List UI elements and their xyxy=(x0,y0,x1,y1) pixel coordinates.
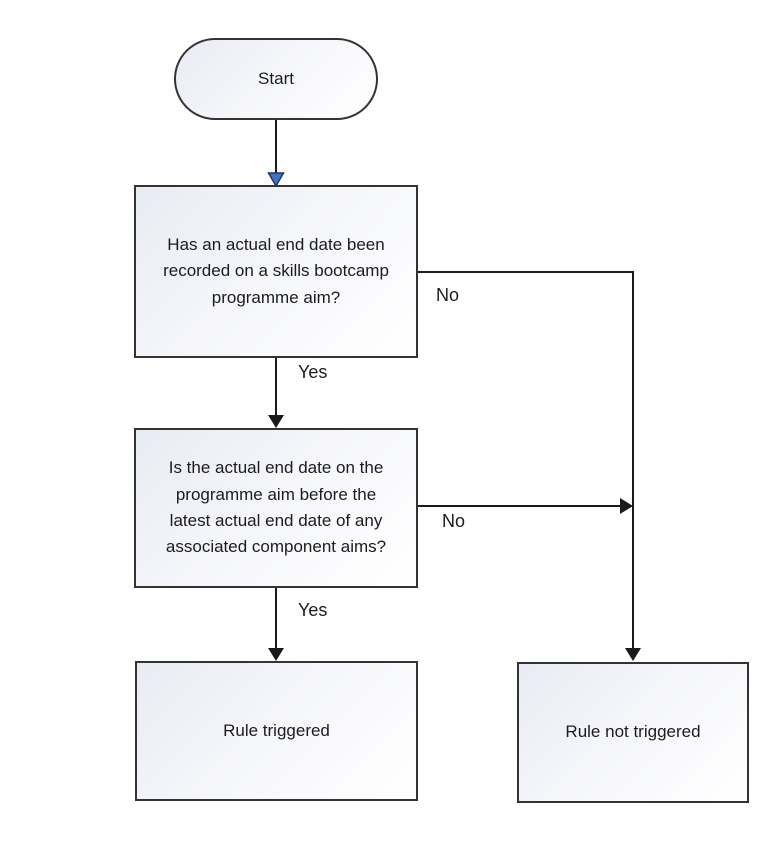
node-question-1: Has an actual end date been recorded on … xyxy=(134,185,418,358)
question-2-label: Is the actual end date on the programme … xyxy=(165,458,387,557)
node-rule-not-triggered: Rule not triggered xyxy=(517,662,749,803)
edge-label-q2-yes: Yes xyxy=(298,600,328,620)
connector-q1-no-branch xyxy=(418,271,634,649)
edge-label-q1-no: No xyxy=(436,285,460,305)
edge-label-q1-yes: Yes xyxy=(298,362,328,382)
arrowhead-q2-no xyxy=(620,498,633,514)
node-question-2: Is the actual end date on the programme … xyxy=(134,428,418,588)
node-rule-triggered: Rule triggered xyxy=(135,661,418,801)
arrowhead-q1-q2 xyxy=(268,415,284,428)
arrowhead-q2-rule-triggered xyxy=(268,648,284,661)
rule-triggered-label: Rule triggered xyxy=(223,720,330,740)
question-1-label: Has an actual end date been recorded on … xyxy=(163,234,389,307)
node-start: Start xyxy=(174,38,378,120)
start-label: Start xyxy=(258,68,294,88)
edge-label-q2-no: No xyxy=(442,511,466,531)
rule-not-triggered-label: Rule not triggered xyxy=(565,722,701,742)
arrowhead-q1-no xyxy=(625,648,641,661)
